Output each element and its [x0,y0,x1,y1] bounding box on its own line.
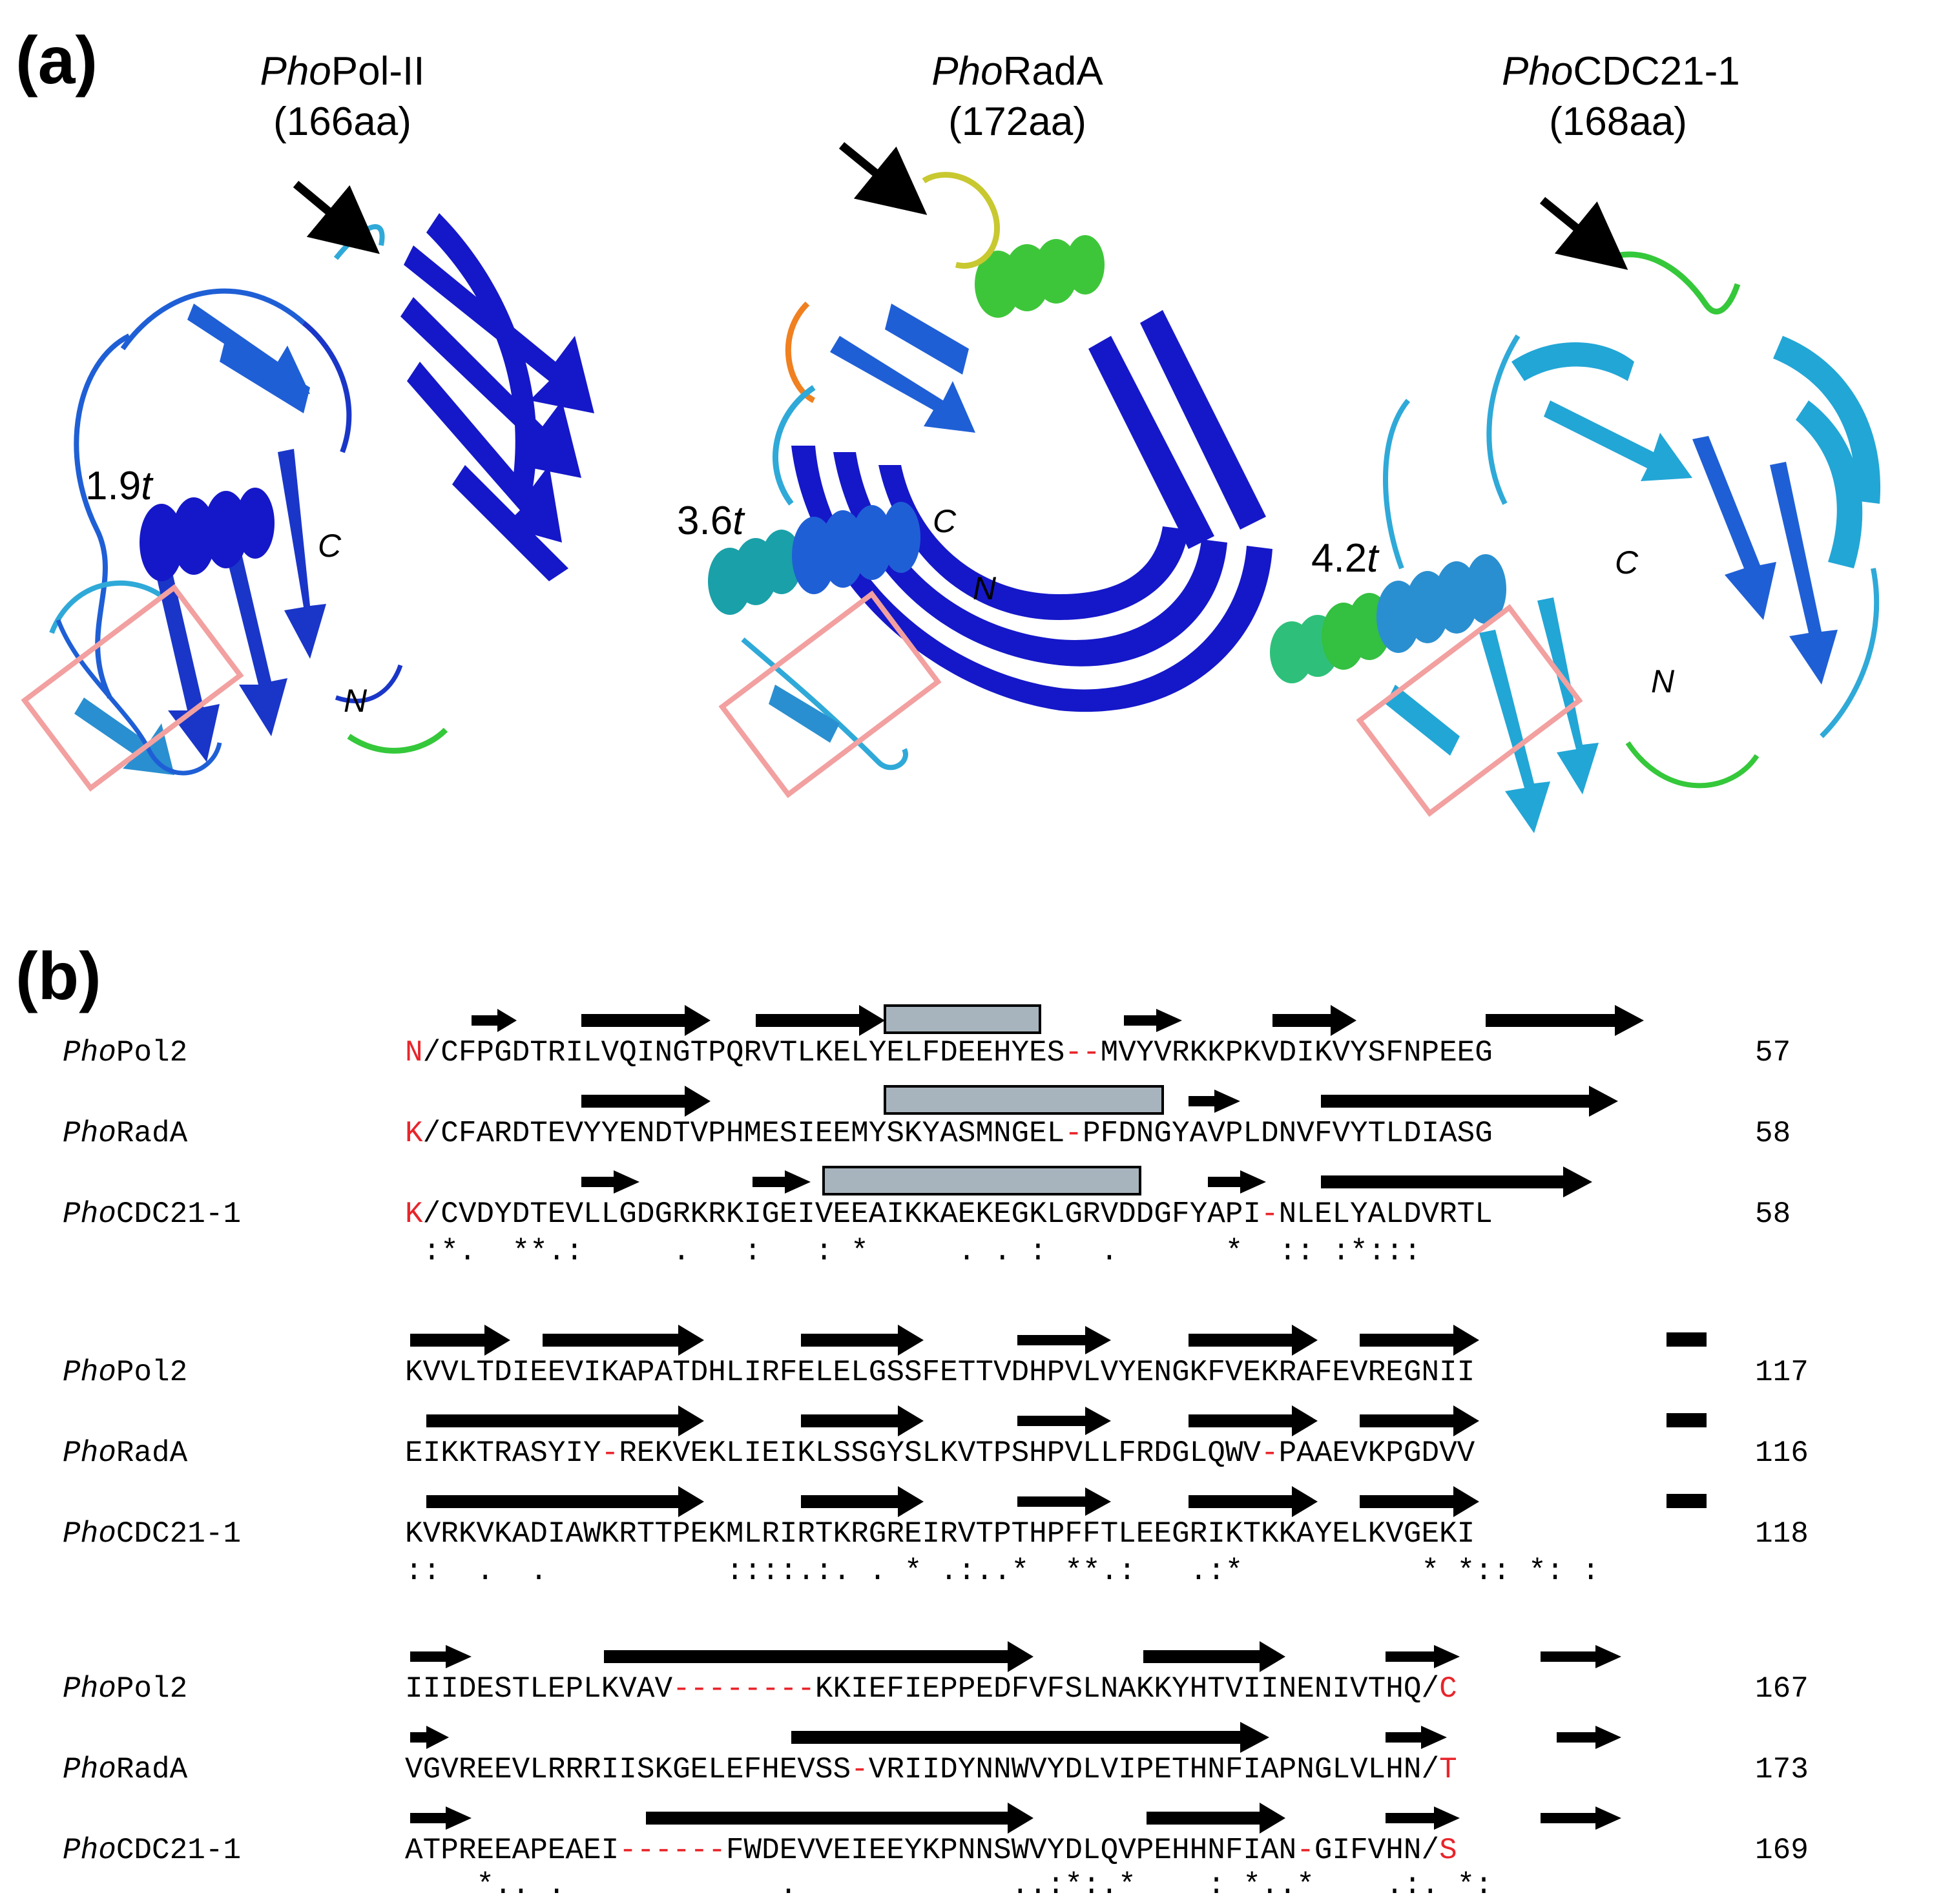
seq-end-b3-cdc21: 169 [1755,1834,1809,1867]
n-terminus-polii: N [344,683,368,719]
seq-b2-cdc21: KVRKVKADIAWKRTTPEKMLRIRTKRGREIRVTPTHPFFT… [405,1517,1475,1551]
structure-title-polii: PhoPol-II (166aa) [260,49,425,144]
consensus-b2: :: . . ::::.:. . * .:..* **.: .:* * *:: … [405,1555,1600,1588]
seq-b2-rada: EIKKTRASYIY-REKVEKLIEIKLSSGYSLKVTPSHPVLL… [405,1436,1475,1470]
seq-b3-cdc21: ATPREEAPEAEI------FWDEVVEIEEYKPNNSWVYDLQ… [405,1834,1457,1867]
seq-name-b3-cdc21: PhoCDC21-1 [63,1834,242,1867]
panel-b-label: (b) [16,939,101,1014]
seq-name-b2-rada: PhoRadA [63,1436,188,1470]
consensus-b1: :*. **.: . : : * . . : . * :: :*::: [405,1235,1422,1268]
seq-b3-rada: VGVREEVLRRRIISKGELEFHEVSS-VRIIDYNNWVYDLV… [405,1753,1457,1786]
structure-title-rada: PhoRadA (172aa) [931,49,1103,144]
seq-end-b2-pol2: 117 [1755,1356,1809,1389]
seq-end-b2-rada: 116 [1755,1436,1809,1470]
consensus-b3: *.. . . ..:*:.* : *..* .:. *: [405,1868,1493,1902]
scale-label-polii: 1.9t [85,464,152,508]
seq-b1-rada: K/CFARDTEVYYENDTVPHMESIEEMYSKYASMNGEL-PF… [405,1117,1493,1150]
seq-name-b3-pol2: PhoPol2 [63,1672,188,1706]
seq-b2-pol2: KVVLTDIEEVIKAPATDHLIRFELELGSSFETTVDHPVLV… [405,1356,1475,1389]
c-terminus-cdc21: C [1615,544,1639,581]
seq-b3-pol2: IIIDESTLEPLKVAV--------KKIEFIEPPEDFVFSLN… [405,1672,1457,1706]
seq-b1-pol2: N/CFPGDTRILVQINGTPQRVTLKELYELFDEEHYES--M… [405,1036,1493,1070]
protein-structures-figure [21,141,1881,833]
seq-name-b3-rada: PhoRadA [63,1753,188,1786]
seq-name-b1-rada: PhoRadA [63,1117,188,1150]
scale-label-rada: 3.6t [677,499,744,543]
structure-cdc21-ribbon [1270,196,1881,833]
seq-end-b1-rada: 58 [1755,1117,1791,1150]
seq-end-b3-pol2: 167 [1755,1672,1809,1706]
scale-label-cdc21: 4.2t [1311,536,1378,581]
seq-name-b2-cdc21: PhoCDC21-1 [63,1517,242,1551]
n-terminus-cdc21: N [1651,663,1675,699]
seq-name-b1-pol2: PhoPol2 [63,1036,188,1070]
seq-name-b2-pol2: PhoPol2 [63,1356,188,1389]
c-terminus-polii: C [318,528,342,564]
c-terminus-rada: C [933,503,957,539]
panel-a-label: (a) [16,23,98,98]
structure-polii-ribbon [21,181,594,792]
seq-end-b2-cdc21: 118 [1755,1517,1809,1551]
seq-name-b1-cdc21: PhoCDC21-1 [63,1197,242,1231]
seq-end-b1-cdc21: 58 [1755,1197,1791,1231]
n-terminus-rada: N [973,570,997,606]
seq-end-b1-pol2: 57 [1755,1036,1791,1070]
structure-title-cdc21: PhoCDC21-1 (168aa) [1502,49,1740,144]
structure-rada-ribbon [708,141,1272,798]
seq-b1-cdc21: K/CVDYDTEVLLGDGRKRKIGEIVEEAIKKAEKEGKLGRV… [405,1197,1493,1231]
seq-end-b3-rada: 173 [1755,1753,1809,1786]
